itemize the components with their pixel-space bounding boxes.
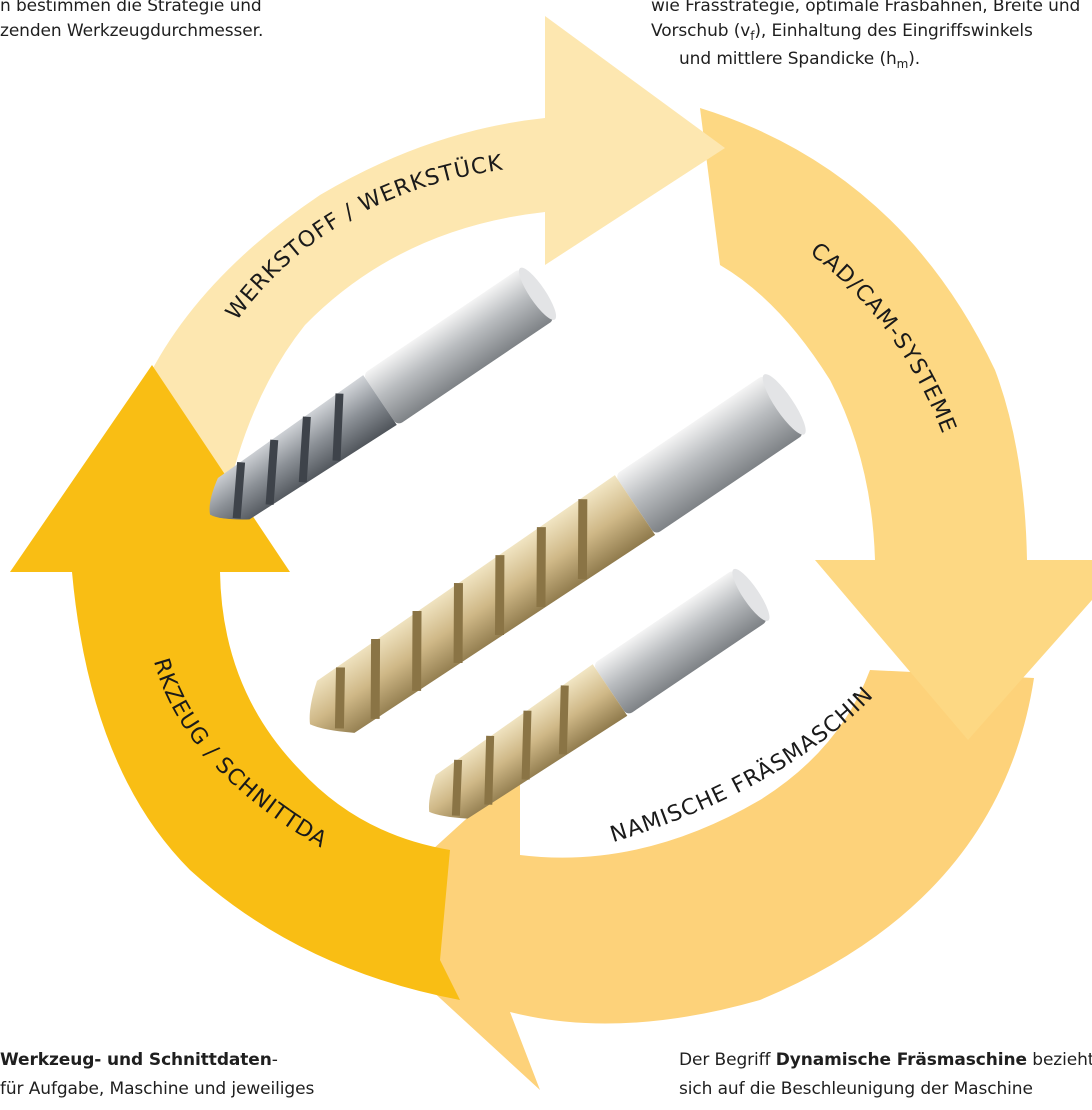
end-mill-silver	[209, 267, 557, 520]
top-left-text-line-2: zenden Werkzeugdurchmesser.	[0, 21, 264, 41]
segment-maschinen	[355, 670, 1034, 1090]
top-right-text-line-1: wie Frässtrategie, optimale Fräsbahnen, …	[651, 0, 1081, 16]
bottom-left-text-line-2: für Aufgabe, Maschine und jeweiliges	[0, 1079, 315, 1099]
end-mill-gold-small	[428, 568, 770, 819]
bottom-right-text-line-2: sich auf die Beschleunigung der Maschine	[679, 1079, 1033, 1099]
end-mill-gold-large	[309, 374, 806, 733]
segment-cadcam	[700, 108, 1092, 740]
top-left-text-line-1: n bestimmen die Strategie und	[0, 0, 262, 16]
bottom-right-text-line-1: Der Begriff Dynamische Fräsmaschine bezi…	[679, 1050, 1092, 1070]
top-right-text-line-2: Vorschub (vf), Einhaltung des Eingriffsw…	[651, 21, 1033, 43]
segment-werkzeug	[10, 365, 460, 1000]
top-right-text-line-3: und mittlere Spandicke (hm).	[679, 49, 921, 71]
segment-werkstoff	[110, 16, 725, 520]
bottom-left-text-line-1: Werkzeug- und Schnittdaten-	[0, 1050, 278, 1070]
